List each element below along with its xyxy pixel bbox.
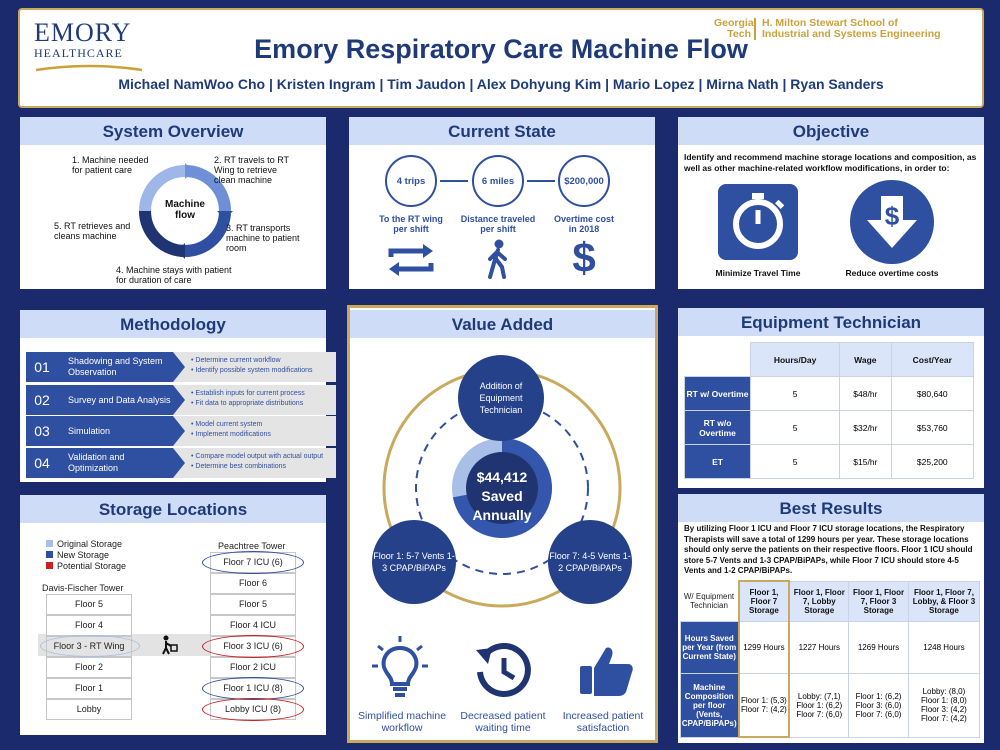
methodology-panel: Methodology 01 Shadowing and System Obse…	[20, 310, 336, 482]
cycle-step: 3. RT transports machine to patient room	[226, 223, 300, 253]
potential-storage-marker	[202, 635, 304, 658]
author-list: Michael NamWoo Cho | Kristen Ingram | Ti…	[118, 76, 884, 92]
floor-cell: Floor 5	[46, 594, 132, 615]
method-step: 04 Validation and Optimization • Compare…	[26, 448, 336, 478]
legend-swatch	[46, 551, 53, 558]
connector-line	[440, 180, 468, 182]
storage-legend: Original Storage New Storage Potential S…	[46, 539, 126, 572]
cycle-step: 2. RT travels to RT Wing to retrieve cle…	[214, 155, 289, 185]
table-row: ET 5 $15/hr $25,200	[684, 444, 975, 479]
benefit-label: Simplified machine workflow	[357, 710, 447, 734]
equipment-tech-panel: Equipment Technician Hours/Day Wage Cost…	[678, 308, 984, 488]
method-step: 01 Shadowing and System Observation • De…	[26, 352, 336, 382]
walking-person-icon	[488, 239, 507, 279]
current-state-panel: Current State 4 trips 6 miles $200,000 T…	[349, 117, 655, 289]
legend-swatch	[46, 562, 53, 569]
method-step: 02 Survey and Data Analysis • Establish …	[26, 385, 336, 415]
table-row: RT w/o Overtime 5 $32/hr $53,760	[684, 410, 975, 445]
benefit-label: Decreased patient waiting time	[460, 710, 546, 734]
connector-line	[527, 180, 555, 182]
stopwatch-icon	[718, 184, 798, 260]
floor7-node: Floor 7: 4-5 Vents 1-2 CPAP/BiPAPs	[548, 520, 632, 604]
emory-healthcare-logo: EMORY HEALTHCARE	[34, 20, 144, 79]
floor-cell: Floor 4 ICU	[210, 615, 296, 636]
thumbs-up-icon	[580, 647, 633, 696]
tower-label: Davis-Fischer Tower	[42, 583, 124, 593]
cycle-step: 1. Machine needed for patient care	[72, 155, 149, 175]
equipment-tech-title: Equipment Technician	[678, 308, 984, 336]
value-diagram	[382, 368, 622, 608]
tower-label: Peachtree Tower	[218, 541, 286, 551]
new-storage-marker	[202, 551, 304, 574]
metric-label: Distance traveled per shift	[460, 214, 536, 234]
goal-label: Minimize Travel Time	[715, 268, 801, 278]
value-added-title: Value Added	[350, 310, 655, 338]
value-added-panel: Value Added Addition of Equipment Techni…	[347, 305, 658, 743]
lightbulb-icon	[372, 636, 428, 697]
best-results-panel: Best Results By utilizing Floor 1 ICU an…	[678, 494, 984, 743]
system-overview-panel: System Overview Machine flow 1. Machine …	[20, 117, 326, 289]
storage-title: Storage Locations	[20, 495, 326, 523]
goal-label: Reduce overtime costs	[845, 268, 939, 278]
floor-cell: Lobby	[46, 699, 132, 720]
potential-storage-marker	[202, 698, 304, 721]
results-table: W/ Equipment Technician Floor 1, Floor 7…	[680, 580, 981, 738]
cost-table: Hours/Day Wage Cost/Year RT w/ Overtime …	[684, 342, 975, 479]
cycle-step: 5. RT retrieves and cleans machine	[54, 221, 131, 241]
metric-value: 6 miles	[472, 155, 524, 207]
floor-cell: Floor 4	[46, 615, 132, 636]
savings-value: $44,412 Saved Annually	[472, 469, 532, 523]
floor-cell: Floor 1	[46, 678, 132, 699]
table-row: W/ Equipment Technician Floor 1, Floor 7…	[681, 580, 981, 622]
current-state-title: Current State	[349, 117, 655, 145]
benefit-label: Increased patient satisfaction	[562, 710, 644, 734]
metric-value: $200,000	[558, 155, 610, 207]
floor-cell: Floor 2 ICU	[210, 657, 296, 678]
original-storage-marker	[40, 635, 140, 657]
floor1-node: Floor 1: 5-7 Vents 1-3 CPAP/BiPAPs	[372, 520, 456, 604]
storage-panel: Storage Locations Original Storage New S…	[20, 495, 326, 735]
table-row: RT w/ Overtime 5 $48/hr $80,640	[684, 376, 975, 411]
floor-cell: Floor 2	[46, 657, 132, 678]
best-results-title: Best Results	[678, 494, 984, 522]
page-title: Emory Respiratory Care Machine Flow	[254, 34, 748, 64]
cycle-center-label: Machine flow	[164, 199, 205, 221]
dollar-icon: $	[572, 234, 596, 281]
metric-label: To the RT wing per shift	[379, 214, 443, 234]
arrows-exchange-icon	[388, 244, 434, 276]
legend-swatch	[46, 540, 53, 547]
poster-header: EMORY HEALTHCARE Emory Respiratory Care …	[18, 8, 984, 108]
objective-panel: Objective Identify and recommend machine…	[678, 117, 984, 289]
table-row: Hours Saved per Year (from Current State…	[680, 620, 981, 674]
cycle-diagram-icon	[139, 163, 233, 259]
clock-history-icon	[476, 642, 531, 697]
methodology-title: Methodology	[20, 310, 326, 338]
objective-title: Objective	[678, 117, 984, 145]
metric-value: 4 trips	[385, 155, 437, 207]
svg-text:$: $	[885, 201, 900, 231]
objective-text: Identify and recommend machine storage l…	[684, 152, 977, 173]
metric-label: Overtime cost in 2018	[553, 214, 615, 234]
dollar-down-icon: $	[850, 180, 934, 264]
floor-cell: Floor 6	[210, 573, 296, 594]
best-results-text: By utilizing Floor 1 ICU and Floor 7 ICU…	[684, 524, 973, 575]
new-storage-marker	[202, 677, 304, 700]
person-cart-icon	[162, 635, 178, 655]
floor-cell: Floor 5	[210, 594, 296, 615]
system-overview-title: System Overview	[20, 117, 326, 145]
equipment-tech-node: Addition of Equipment Technician	[458, 355, 544, 441]
cycle-step: 4. Machine stays with patient for durati…	[116, 265, 232, 285]
method-step: 03 Simulation • Model current system• Im…	[26, 416, 336, 446]
table-row: Machine Composition per floor (Vents, CP…	[680, 672, 981, 738]
table-row: Hours/Day Wage Cost/Year	[685, 342, 975, 377]
